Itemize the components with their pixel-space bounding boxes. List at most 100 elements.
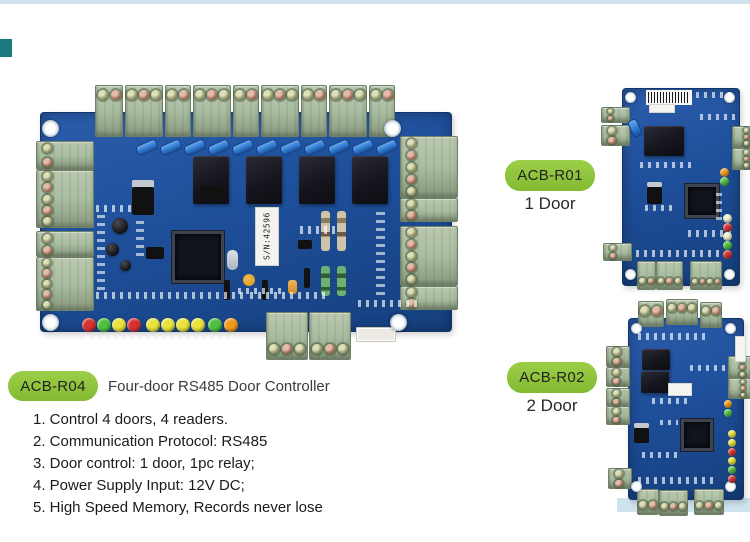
screw-hole xyxy=(702,307,710,315)
voltage-regulator-tab xyxy=(634,423,649,428)
resistor xyxy=(321,266,330,296)
silkscreen-marks xyxy=(300,226,340,234)
led-indicator xyxy=(97,318,111,332)
screw-hole xyxy=(666,277,673,284)
screw-hole xyxy=(407,150,416,160)
screw-hole xyxy=(371,90,381,100)
screw-hole xyxy=(688,304,696,312)
cpu-chip xyxy=(685,184,719,218)
screw-hole xyxy=(714,501,722,509)
screw-hole xyxy=(43,233,52,243)
screw-hole xyxy=(219,90,229,100)
mounting-hole xyxy=(383,119,401,137)
silkscreen-marks xyxy=(96,205,136,212)
silkscreen-marks xyxy=(652,398,692,404)
mounting-hole xyxy=(624,268,636,280)
led-indicator xyxy=(724,409,732,417)
electrolytic-capacitor xyxy=(112,218,128,234)
screw-hole xyxy=(740,372,745,377)
terminal-block xyxy=(165,85,191,137)
screw-hole xyxy=(407,162,416,172)
feature-item: 4. Power Supply Input: 12V DC; xyxy=(33,477,245,494)
led-indicator xyxy=(728,448,736,456)
screw-hole xyxy=(287,90,297,100)
silkscreen-marks xyxy=(636,250,722,257)
screw-hole xyxy=(674,277,681,284)
screw-hole xyxy=(43,194,52,204)
terminal-block xyxy=(728,378,750,399)
screw-hole xyxy=(407,138,416,148)
mounting-hole xyxy=(724,480,736,492)
terminal-block xyxy=(637,261,656,290)
screw-hole xyxy=(407,174,416,184)
screw-hole xyxy=(311,344,322,354)
terminal-block xyxy=(666,299,698,325)
screw-hole xyxy=(407,186,416,196)
led-indicator xyxy=(208,318,222,332)
terminal-block xyxy=(36,231,94,257)
screw-hole xyxy=(608,109,613,114)
terminal-block xyxy=(601,125,630,146)
screw-hole xyxy=(640,306,650,316)
terminal-block xyxy=(732,126,750,148)
led-indicator xyxy=(723,214,732,223)
terminal-block xyxy=(659,490,688,516)
silkscreen-marks xyxy=(96,292,246,299)
screw-hole xyxy=(325,344,335,354)
screw-hole xyxy=(740,365,745,370)
screw-hole xyxy=(407,211,416,220)
photo-edge-strip-top xyxy=(0,0,750,4)
mounting-hole xyxy=(41,313,59,331)
feature-list: 1. Control 4 doors, 4 readers.2. Communi… xyxy=(33,409,463,521)
screw-hole xyxy=(43,157,52,167)
silkscreen-marks xyxy=(700,114,740,120)
screw-hole xyxy=(740,380,745,385)
relay xyxy=(642,349,670,370)
terminal-block xyxy=(732,148,750,170)
screw-hole xyxy=(407,274,416,284)
silkscreen-marks xyxy=(716,190,722,220)
screw-hole xyxy=(744,150,749,155)
mounting-hole xyxy=(723,268,735,280)
feature-item: 5. High Speed Memory, Records never lose xyxy=(33,499,323,516)
terminal-block xyxy=(301,85,327,137)
screw-hole xyxy=(407,288,416,297)
diode xyxy=(304,268,310,288)
terminal-block xyxy=(36,257,94,311)
led-indicator xyxy=(112,318,126,332)
screw-hole xyxy=(97,90,108,100)
led-indicator xyxy=(728,430,736,438)
screw-hole xyxy=(43,172,52,182)
screw-hole xyxy=(613,390,620,397)
terminal-block xyxy=(638,301,664,327)
led-indicator xyxy=(728,466,736,474)
screw-hole xyxy=(43,300,52,309)
screw-hole xyxy=(678,304,686,312)
screw-hole xyxy=(705,501,713,509)
screw-hole xyxy=(303,90,313,100)
screw-hole xyxy=(43,144,52,154)
screw-hole xyxy=(383,90,393,100)
silkscreen-marks xyxy=(660,420,678,425)
terminal-block xyxy=(601,107,630,123)
screw-hole xyxy=(43,269,52,278)
screw-hole xyxy=(167,90,177,100)
led-indicator xyxy=(720,168,729,177)
screw-hole xyxy=(127,90,137,100)
badge-acb-r01: ACB-R01 xyxy=(505,160,595,191)
screw-hole xyxy=(744,156,749,162)
screw-hole xyxy=(195,90,205,100)
screw-hole xyxy=(43,183,52,193)
terminal-block xyxy=(233,85,259,137)
led-indicator xyxy=(723,250,732,259)
wire-connector xyxy=(356,327,396,342)
voltage-regulator xyxy=(634,428,649,443)
terminal-block xyxy=(95,85,123,137)
screw-hole xyxy=(613,408,620,415)
screw-hole xyxy=(652,306,662,316)
edge-artifact xyxy=(0,39,12,57)
screw-hole xyxy=(268,344,279,354)
terminal-block xyxy=(400,136,458,198)
screw-hole xyxy=(407,263,416,273)
